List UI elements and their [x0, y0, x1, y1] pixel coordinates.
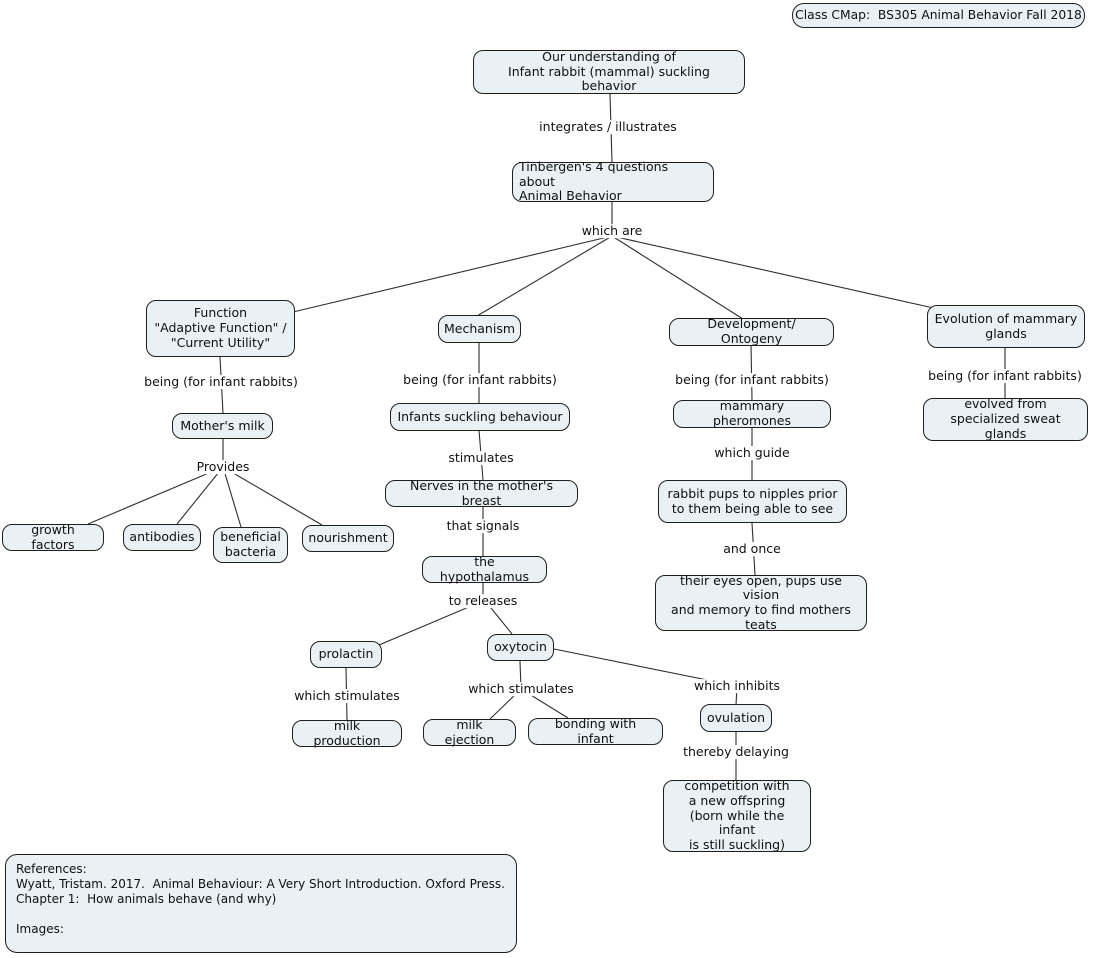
node-antibodies[interactable]: antibodies: [123, 524, 201, 551]
references-box[interactable]: References: Wyatt, Tristam. 2017. Animal…: [5, 854, 517, 953]
node-rabbit-pups-nipples[interactable]: rabbit pups to nipples prior to them bei…: [658, 480, 847, 523]
connector-line: [176, 466, 224, 525]
node-prolactin[interactable]: prolactin: [310, 641, 382, 668]
link-label-that-signals[interactable]: that signals: [443, 519, 523, 533]
link-label-being-mechanism[interactable]: being (for infant rabbits): [400, 373, 560, 387]
node-milk-production[interactable]: milk production: [292, 718, 402, 747]
link-label-integrates[interactable]: integrates / illustrates: [536, 120, 680, 134]
node-mammary-pheromones[interactable]: mammary pheromones: [673, 398, 831, 428]
connector-line: [292, 235, 613, 313]
node-oxytocin[interactable]: oxytocin: [487, 634, 554, 661]
node-nourishment[interactable]: nourishment: [302, 525, 394, 552]
link-label-being-evolution[interactable]: being (for infant rabbits): [925, 369, 1085, 383]
link-label-being-function[interactable]: being (for infant rabbits): [141, 375, 301, 389]
map-title-box: Class CMap: BS305 Animal Behavior Fall 2…: [792, 3, 1085, 28]
node-mechanism[interactable]: Mechanism: [438, 315, 521, 343]
link-label-which-are[interactable]: which are: [578, 224, 646, 238]
node-evolution-mammary-glands[interactable]: Evolution of mammary glands: [927, 305, 1085, 348]
connector-line: [611, 235, 939, 310]
connector-line: [611, 235, 744, 320]
node-eyes-open-vision-memory[interactable]: their eyes open, pups use vision and mem…: [655, 573, 867, 632]
link-label-which-stimulates-oxytocin[interactable]: which stimulates: [465, 682, 577, 696]
link-label-and-once[interactable]: and once: [720, 542, 784, 556]
connector-line: [222, 466, 242, 528]
node-mothers-milk[interactable]: Mother's milk: [172, 413, 273, 439]
node-competition-new-offspring[interactable]: competition with a new offspring (born w…: [663, 778, 811, 852]
node-growth-factors[interactable]: growth factors: [2, 522, 104, 551]
connector-line: [222, 466, 323, 526]
link-label-thereby-delaying[interactable]: thereby delaying: [680, 745, 792, 759]
link-label-stimulates[interactable]: stimulates: [445, 451, 517, 465]
link-label-being-development[interactable]: being (for infant rabbits): [672, 373, 832, 387]
node-function[interactable]: Function "Adaptive Function" / "Current …: [146, 300, 295, 357]
node-evolved-from-sweat-glands[interactable]: evolved from specialized sweat glands: [923, 397, 1088, 441]
node-development-ontogeny[interactable]: Development/ Ontogeny: [669, 316, 834, 346]
connector-line: [476, 235, 613, 317]
node-bonding-with-infant[interactable]: bonding with infant: [528, 716, 663, 745]
link-label-which-inhibits[interactable]: which inhibits: [691, 679, 783, 693]
link-label-which-stimulates-prolactin[interactable]: which stimulates: [291, 689, 403, 703]
connector-line: [87, 466, 224, 525]
node-infants-suckling-behaviour[interactable]: Infants suckling behaviour: [390, 403, 570, 431]
node-ovulation[interactable]: ovulation: [700, 704, 772, 732]
node-hypothalamus[interactable]: the hypothalamus: [422, 554, 547, 583]
node-tinbergen-questions[interactable]: Tinbergen's 4 questions about Animal Beh…: [512, 159, 714, 203]
link-label-which-guide[interactable]: which guide: [711, 446, 793, 460]
node-our-understanding[interactable]: Our understanding of Infant rabbit (mamm…: [473, 49, 745, 94]
node-beneficial-bacteria[interactable]: beneficial bacteria: [213, 527, 288, 563]
node-nerves-mothers-breast[interactable]: Nerves in the mother's breast: [385, 478, 578, 507]
link-label-provides[interactable]: Provides: [193, 460, 253, 474]
link-label-to-releases[interactable]: to releases: [445, 594, 521, 608]
connector-line: [750, 344, 753, 401]
node-milk-ejection[interactable]: milk ejection: [423, 717, 516, 746]
connector-line: [486, 602, 513, 635]
connector-line: [378, 600, 484, 646]
